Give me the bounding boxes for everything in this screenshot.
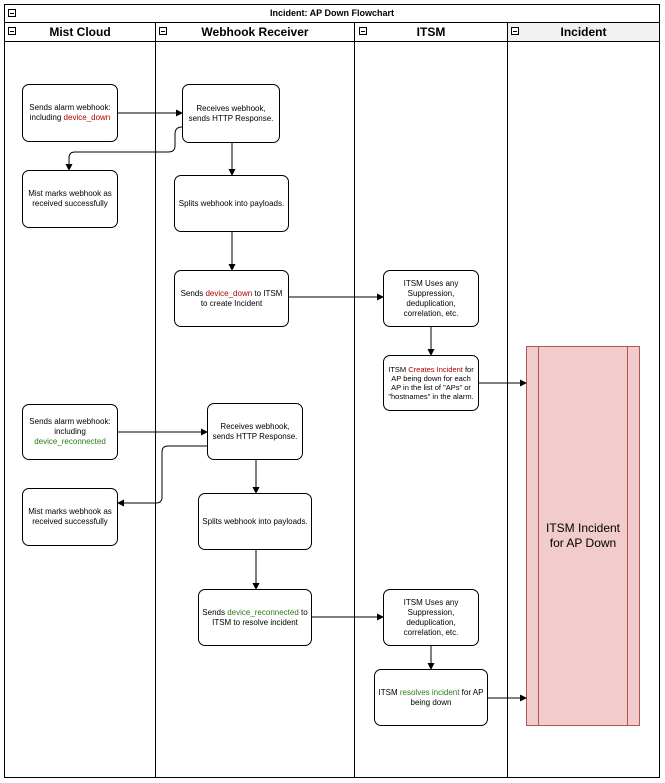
node-webhook-split-2[interactable]: Splits webhook into payloads.	[198, 493, 312, 550]
collapse-diagram-icon[interactable]	[8, 9, 16, 17]
node-text: ITSM Uses any Suppression, deduplication…	[403, 597, 459, 637]
node-webhook-send-reconnected[interactable]: Sends device_reconnected to ITSM to reso…	[198, 589, 312, 646]
node-mist-marks-received-2[interactable]: Mist marks webhook as received successfu…	[22, 488, 118, 546]
incident-bar-divider	[627, 347, 628, 725]
node-text: Mist marks webhook as received successfu…	[28, 507, 112, 526]
node-text: Receives webhook, sends HTTP Response.	[188, 103, 274, 123]
node-mist-marks-received-1[interactable]: Mist marks webhook as received successfu…	[22, 170, 118, 228]
node-webhook-receive-1[interactable]: Receives webhook, sends HTTP Response.	[182, 84, 280, 143]
node-webhook-receive-2[interactable]: Receives webhook, sends HTTP Response.	[207, 403, 303, 460]
node-itsm-suppression-1[interactable]: ITSM Uses any Suppression, deduplication…	[383, 270, 479, 327]
node-highlight-resolve: resolves incident	[399, 687, 460, 697]
node-mist-send-alarm-reconnected[interactable]: Sends alarm webhook: including device_re…	[22, 404, 118, 460]
edge-receive-to-mist-received	[65, 126, 183, 171]
node-itsm-create-incident[interactable]: ITSM Creates Incident for AP being down …	[383, 355, 479, 411]
lane-label: Mist Cloud	[49, 25, 111, 39]
edge-receive2-to-mist-received2	[117, 445, 207, 507]
node-mist-send-alarm-down[interactable]: Sends alarm webhook: including device_do…	[22, 84, 118, 142]
node-text: Splits webhook into payloads.	[202, 516, 308, 526]
node-highlight-reconnected: device_reconnected	[227, 607, 299, 617]
node-text: to ITSM to create Incident	[200, 288, 283, 308]
node-text: Sends alarm webhook: including	[29, 103, 111, 122]
node-text: ITSM	[388, 365, 409, 374]
collapse-lane-incident-icon[interactable]	[511, 27, 519, 35]
lane-label: ITSM	[416, 25, 446, 39]
node-highlight-down: device_down	[63, 113, 111, 122]
node-text: Receives webhook, sends HTTP Response.	[212, 421, 298, 441]
node-highlight-down: device_down	[205, 288, 253, 298]
node-webhook-send-down[interactable]: Sends device_down to ITSM to create Inci…	[174, 270, 289, 327]
node-text: ITSM Uses any Suppression, deduplication…	[403, 278, 459, 318]
lane-header-incident: Incident	[507, 22, 660, 42]
collapse-lane-itsm-icon[interactable]	[359, 27, 367, 35]
node-text: Sends alarm webhook: including	[29, 417, 111, 436]
node-text: to ITSM to resolve incident	[212, 607, 308, 627]
node-highlight-create: Creates Incident	[408, 365, 463, 374]
collapse-lane-webhook-icon[interactable]	[159, 27, 167, 35]
node-itsm-resolve-incident[interactable]: ITSM resolves incident for AP being down	[374, 669, 488, 726]
incident-process-bar[interactable]: ITSM Incident for AP Down	[526, 346, 640, 726]
node-webhook-split-1[interactable]: Splits webhook into payloads.	[174, 175, 289, 232]
node-text: Sends	[202, 607, 228, 617]
collapse-lane-mist-icon[interactable]	[8, 27, 16, 35]
node-text: Mist marks webhook as received successfu…	[28, 189, 112, 208]
node-highlight-reconnected: device_reconnected	[34, 437, 106, 446]
node-text: Splits webhook into payloads.	[178, 198, 285, 208]
node-text: for AP being down for each AP in the lis…	[388, 365, 474, 401]
incident-bar-label: ITSM Incident for AP Down	[545, 521, 621, 550]
incident-bar-divider	[538, 347, 539, 725]
node-itsm-suppression-2[interactable]: ITSM Uses any Suppression, deduplication…	[383, 589, 479, 646]
node-text: Sends	[180, 288, 206, 298]
node-text: for AP being down	[410, 687, 484, 707]
lane-label: Webhook Receiver	[201, 25, 309, 39]
diagram-title-text: Incident: AP Down Flowchart	[269, 8, 394, 18]
node-text: ITSM	[378, 687, 400, 697]
lane-label: Incident	[560, 25, 607, 39]
